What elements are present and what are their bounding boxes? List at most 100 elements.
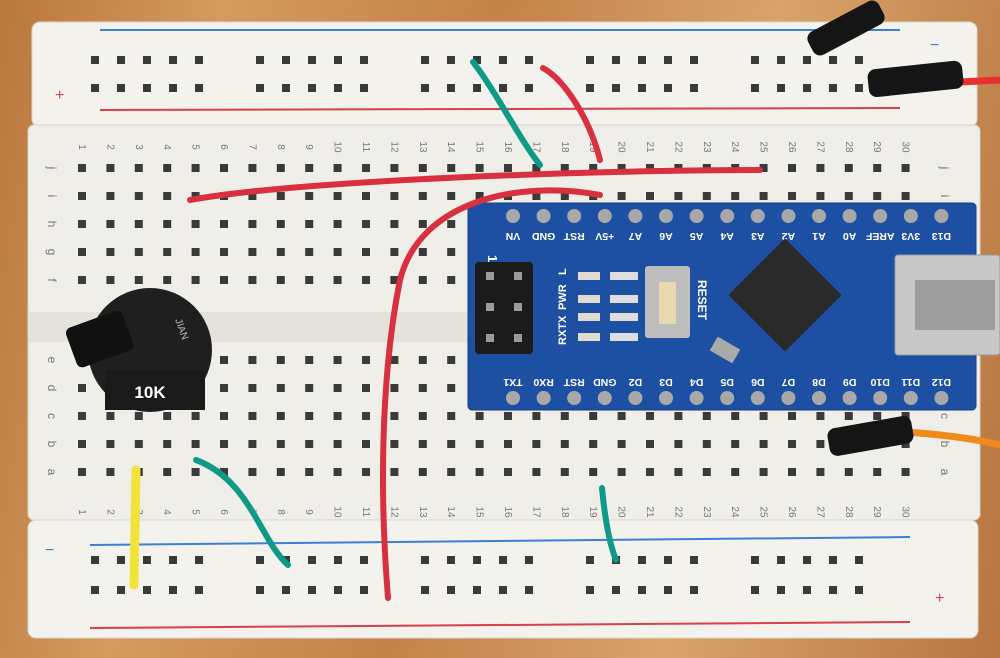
hole <box>589 468 598 476</box>
hole <box>390 192 399 200</box>
column-number: 6 <box>218 509 229 515</box>
rail-hole <box>855 586 863 594</box>
green-wire-pot[interactable] <box>193 457 291 568</box>
nano-pin-label: RST <box>563 230 585 242</box>
hole <box>873 192 882 200</box>
hole <box>816 164 825 172</box>
rail-hole <box>751 586 759 594</box>
hole <box>816 468 825 476</box>
hole <box>901 164 910 172</box>
rail-hole <box>612 586 620 594</box>
potentiometer-knob[interactable] <box>64 309 135 369</box>
black-jumper-connector[interactable] <box>805 0 888 58</box>
hole <box>276 468 285 476</box>
column-number: 23 <box>701 141 712 153</box>
rail-hole <box>638 56 646 64</box>
column-number: 13 <box>417 141 428 153</box>
hole <box>106 248 115 256</box>
hole <box>617 468 626 476</box>
column-number: 25 <box>758 141 769 153</box>
rail-hole <box>256 84 264 92</box>
column-number: 19 <box>587 506 598 518</box>
nano-pin-label: A7 <box>629 230 643 242</box>
yellow-wire[interactable] <box>129 465 141 590</box>
hole <box>276 164 285 172</box>
nano-pin-label: RST <box>563 376 585 388</box>
hole <box>305 192 314 200</box>
column-number: 8 <box>275 509 286 515</box>
green-wire-top[interactable] <box>470 59 543 168</box>
row-letter: b <box>45 441 59 448</box>
hole <box>418 468 427 476</box>
red-jumper-lead[interactable] <box>956 76 1000 86</box>
hole <box>333 440 342 448</box>
hole <box>731 440 740 448</box>
hole <box>333 412 342 420</box>
column-number: 14 <box>445 141 456 153</box>
rail-hole <box>195 586 203 594</box>
green-wire-gnd[interactable] <box>599 485 619 563</box>
rail-hole <box>829 56 837 64</box>
hole <box>816 192 825 200</box>
black-jumper-connector[interactable] <box>867 60 964 98</box>
hole <box>276 220 285 228</box>
hole <box>163 412 172 420</box>
rail-hole <box>751 56 759 64</box>
nano-pin <box>536 391 551 405</box>
orange-wire[interactable] <box>901 428 1000 449</box>
row-letter: g <box>45 249 59 256</box>
hole <box>333 468 342 476</box>
potentiometer[interactable]: 10K JIAN <box>64 288 212 412</box>
red-wire-long-top[interactable] <box>187 167 763 203</box>
hole <box>78 468 86 476</box>
nano-pin <box>934 391 949 405</box>
nano-pin <box>689 391 704 405</box>
reset-button-cap[interactable] <box>659 282 676 324</box>
hole <box>106 468 115 476</box>
column-number: 24 <box>729 141 740 153</box>
hole <box>418 276 427 284</box>
nano-pin <box>628 391 643 405</box>
column-number: 19 <box>587 141 598 153</box>
rail-hole <box>256 56 264 64</box>
hole <box>362 192 370 200</box>
column-number: 12 <box>388 141 399 153</box>
hole <box>674 412 683 420</box>
hole <box>191 164 200 172</box>
black-jumper-connector[interactable] <box>826 415 915 457</box>
hole <box>220 412 228 420</box>
column-number: 11 <box>360 507 371 518</box>
hole <box>276 192 285 200</box>
nano-pin-label: GND <box>593 376 617 388</box>
hole <box>248 440 257 448</box>
red-wire-vertical[interactable] <box>380 187 603 601</box>
hole <box>731 412 740 420</box>
hole <box>362 440 370 448</box>
rail-hole <box>256 586 264 594</box>
column-number: 25 <box>758 506 769 518</box>
nano-pin-label: D9 <box>843 376 857 388</box>
hole <box>617 440 626 448</box>
rail-hole <box>777 556 785 564</box>
column-number: 1 <box>76 509 87 515</box>
hole <box>78 412 86 420</box>
column-number: 12 <box>388 506 399 518</box>
hole <box>560 192 569 200</box>
nano-pin <box>842 209 857 223</box>
hole <box>447 468 456 476</box>
hole <box>788 412 796 420</box>
column-number: 14 <box>445 506 456 518</box>
hole <box>646 440 654 448</box>
red-wire-top-rail[interactable] <box>540 65 603 163</box>
row-letter: c <box>45 413 59 419</box>
rail-hole <box>334 586 342 594</box>
hole <box>305 248 314 256</box>
rail-hole <box>664 586 672 594</box>
rail-hole <box>525 586 533 594</box>
column-number: 3 <box>133 144 144 150</box>
hole <box>305 356 314 364</box>
rail-hole <box>117 586 125 594</box>
